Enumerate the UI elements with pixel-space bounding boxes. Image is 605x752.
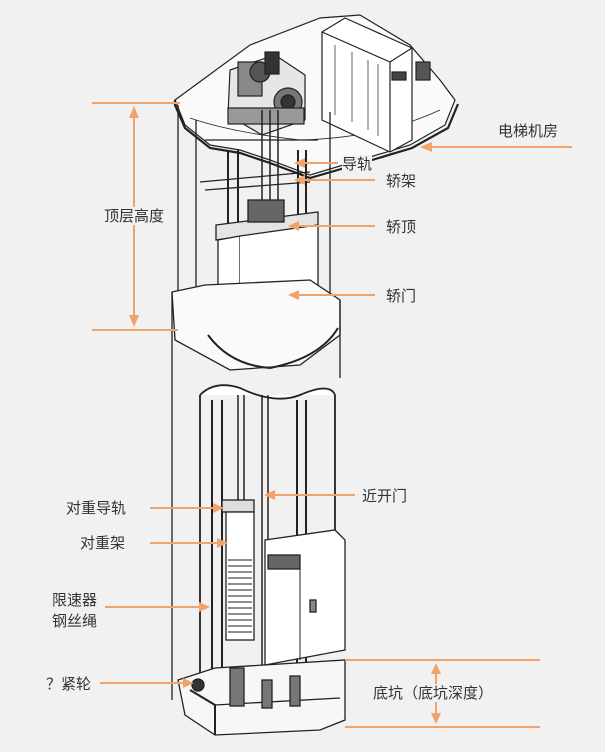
- cw-frame-arrow: [217, 538, 228, 548]
- landing-door-arrow: [264, 490, 275, 500]
- leader-lines: [92, 102, 572, 728]
- cw-frame-label: 对重架: [80, 534, 126, 552]
- cw-guide-rail-arrow: [213, 503, 224, 513]
- pit-drawing: [177, 659, 346, 736]
- governor-rope-arrow: [199, 602, 210, 612]
- floor-slab-drawing: [171, 279, 341, 700]
- pit-arrow-down: [431, 713, 441, 724]
- governor-rope-label-line2: 钢丝绳: [52, 612, 98, 630]
- control-cabinet-drawing: [321, 17, 431, 153]
- arrowheads: [129, 106, 441, 724]
- pit-arrow-up: [431, 663, 441, 674]
- car-top-arrow: [288, 221, 299, 231]
- guide-rail-label: 导轨: [342, 155, 373, 173]
- pit-label: 底坑（底坑深度）: [373, 684, 494, 702]
- machine-room-arrow: [420, 142, 432, 152]
- cw-guide-rail-label: 对重导轨: [66, 499, 127, 517]
- guide-rail-arrow: [294, 158, 305, 168]
- car-door-label: 轿门: [386, 287, 417, 305]
- landing-door-label: 近开门: [362, 487, 408, 505]
- overhead-height-label: 顶层高度: [104, 207, 165, 225]
- machine-room-label: 电梯机房: [498, 122, 559, 140]
- overhead-arrow-down: [129, 315, 139, 327]
- governor-rope-label-line1: 限速器: [52, 591, 98, 609]
- overhead-arrow-up: [129, 106, 139, 118]
- tension-pulley-arrow: [183, 678, 194, 688]
- car-door-arrow: [288, 290, 299, 300]
- machine-room-drawing: [173, 14, 460, 180]
- traction-machine-drawing: [227, 51, 306, 136]
- car-top-label: 轿顶: [386, 218, 417, 236]
- lower-hoistway-drawing: [199, 384, 346, 710]
- car-frame-arrow: [294, 175, 305, 185]
- car-frame-label: 轿架: [386, 172, 417, 190]
- tension-pulley-label: ？紧轮: [46, 675, 92, 693]
